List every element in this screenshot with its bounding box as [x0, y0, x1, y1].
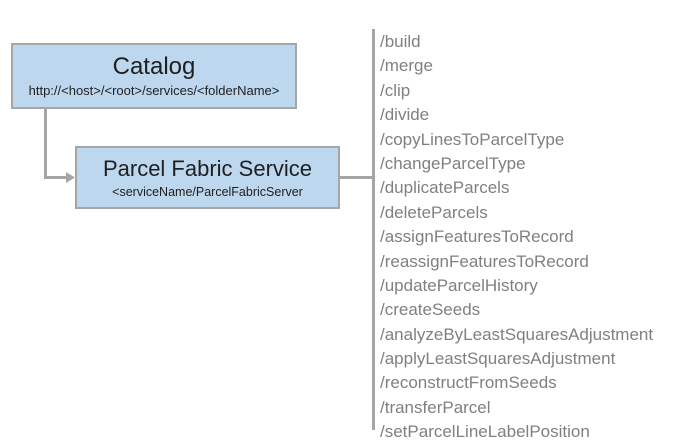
operation-item: /assignFeaturesToRecord [380, 227, 574, 247]
operation-item: /reconstructFromSeeds [380, 373, 557, 393]
operation-item: /setParcelLineLabelPosition [380, 422, 590, 442]
operations-list: /build /merge /clip /divide /copyLinesTo… [380, 30, 680, 445]
operation-item: /reassignFeaturesToRecord [380, 251, 589, 271]
operation-item: /changeParcelType [380, 153, 526, 173]
node-parcel-fabric-service[interactable]: Parcel Fabric Service <serviceName/Parce… [75, 146, 340, 209]
arrowhead-icon [66, 172, 75, 183]
operation-item: /createSeeds [380, 300, 481, 320]
operation-item: /analyzeByLeastSquaresAdjustment [380, 324, 654, 344]
operation-item: /copyLinesToParcelType [380, 129, 565, 149]
operation-item: /applyLeastSquaresAdjustment [380, 349, 616, 369]
operation-item: /build [380, 32, 421, 51]
operation-item: /updateParcelHistory [380, 275, 538, 295]
operation-item: /transferParcel [380, 397, 491, 417]
operation-item: /divide [380, 105, 430, 125]
operation-item: /duplicateParcels [380, 178, 510, 198]
node-parcel-fabric-service-subtitle: <serviceName/ParcelFabricServer [112, 184, 303, 199]
node-catalog-subtitle: http://<host>/<root>/services/<folderNam… [28, 83, 280, 98]
operation-item: /deleteParcels [380, 202, 488, 222]
node-catalog[interactable]: Catalog http://<host>/<root>/services/<f… [11, 43, 297, 109]
node-catalog-title: Catalog [112, 53, 196, 80]
node-parcel-fabric-service-title: Parcel Fabric Service [102, 155, 313, 181]
connector-catalog-to-service [44, 109, 66, 179]
operation-item: /merge [380, 56, 433, 76]
operation-item: /clip [380, 80, 411, 100]
